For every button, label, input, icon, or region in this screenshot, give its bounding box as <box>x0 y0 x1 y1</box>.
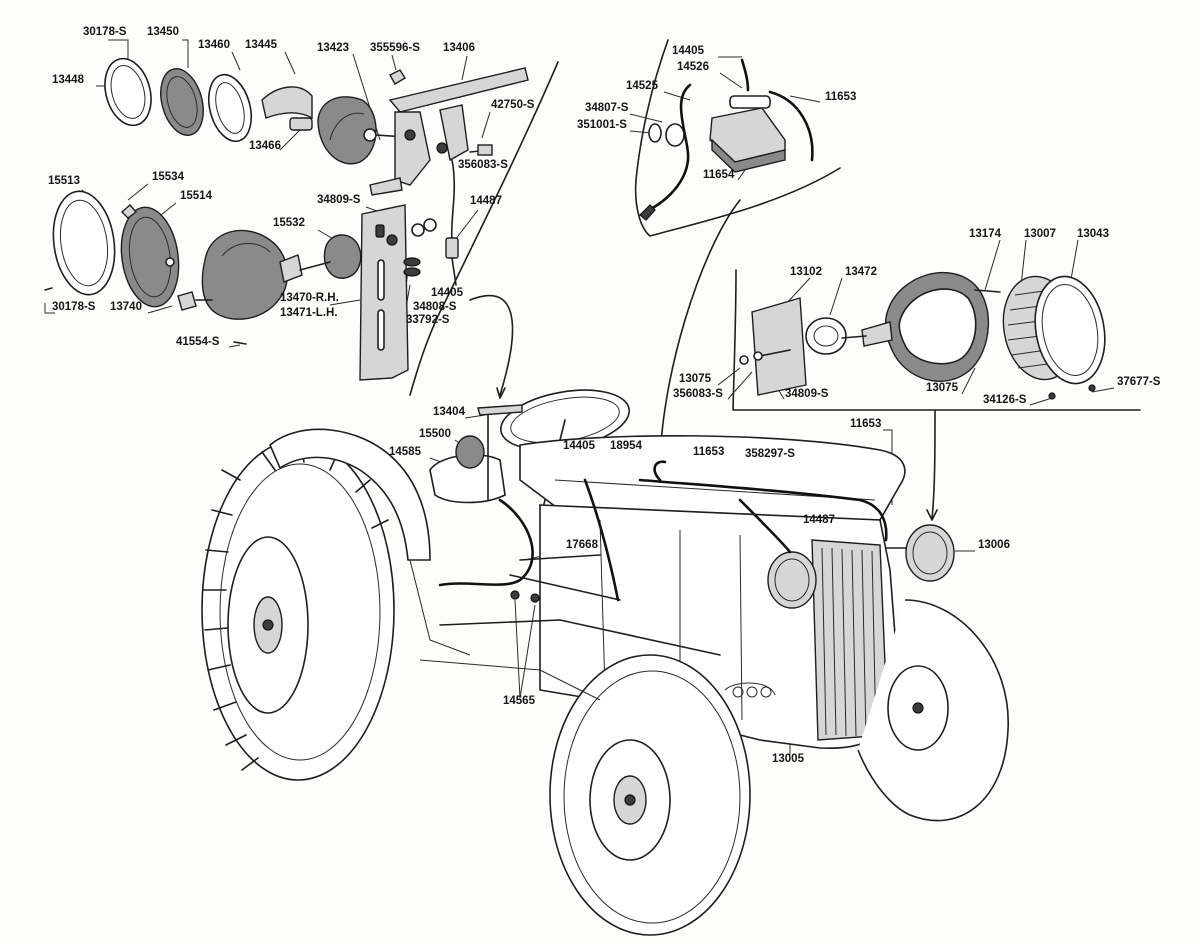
rear-lamp-exploded <box>104 57 421 165</box>
part-label-p14487-a: 14487 <box>470 195 502 207</box>
tractor <box>201 389 1009 936</box>
part-label-p30178s-a: 30178-S <box>83 26 127 38</box>
part-label-p13043: 13043 <box>1077 228 1109 240</box>
part-label-p13445: 13445 <box>245 39 277 51</box>
part-label-p34808s: 34808-S <box>413 301 457 313</box>
part-label-p356083s-a: 356083-S <box>458 159 508 171</box>
part-label-p18954: 18954 <box>610 440 642 452</box>
rear-lamp-reflector <box>261 86 313 120</box>
part-label-p15513: 15513 <box>48 175 80 187</box>
part-label-p13471: 13471-L.H. <box>280 307 338 319</box>
part-label-p13174: 13174 <box>969 228 1001 240</box>
part-label-p15514: 15514 <box>180 190 212 202</box>
front-wheel-right <box>857 599 1009 822</box>
headlight-13006 <box>905 524 955 582</box>
part-label-p13102: 13102 <box>790 266 822 278</box>
part-label-p34809s-a: 34809-S <box>317 194 361 206</box>
part-label-p14405-b: 14405 <box>672 45 704 57</box>
part-label-p14487-b: 14487 <box>803 514 835 526</box>
socket-15532 <box>323 234 362 279</box>
rear-lamp-lens <box>160 68 204 136</box>
part-label-p355596s: 355596-S <box>370 42 420 54</box>
part-label-p30178s-b: 30178-S <box>52 301 96 313</box>
part-label-p11653-b: 11653 <box>850 418 882 430</box>
part-label-p13460: 13460 <box>198 39 230 51</box>
rear-fender <box>269 428 431 561</box>
wiring-14585 <box>438 498 534 587</box>
part-label-p13450: 13450 <box>147 26 179 38</box>
part-label-p42750s: 42750-S <box>491 99 535 111</box>
part-label-p13007: 13007 <box>1024 228 1056 240</box>
gasket-13102 <box>751 297 807 396</box>
side-plate-13470 <box>359 204 437 381</box>
part-label-p34809s-b: 34809-S <box>785 388 829 400</box>
part-label-p17668: 17668 <box>566 539 598 551</box>
rear-lamp-gasket <box>207 73 253 143</box>
headlight-13005 <box>767 551 817 609</box>
part-label-p13423: 13423 <box>317 42 349 54</box>
rear-light-inset-border <box>409 61 559 396</box>
part-label-p13470: 13470-R.H. <box>280 292 339 304</box>
part-label-p14405-a: 14405 <box>431 287 463 299</box>
part-label-p41554s: 41554-S <box>176 336 220 348</box>
part-label-p33792s: 33792-S <box>406 314 450 326</box>
part-label-p34126s: 34126-S <box>983 394 1027 406</box>
headlamp-exploded <box>44 190 362 345</box>
part-label-p14526: 14526 <box>677 61 709 73</box>
seat <box>429 454 506 504</box>
rear-lamp-rim <box>104 57 152 127</box>
rear-lamp-15500 <box>455 435 485 469</box>
part-label-p15534: 15534 <box>152 171 184 183</box>
hood <box>519 435 906 521</box>
front-wheel-left <box>549 654 751 936</box>
bracket-13406 <box>388 67 529 113</box>
headlight-exploded <box>739 271 1106 400</box>
rear-wheel-left <box>201 439 395 781</box>
part-label-p13472: 13472 <box>845 266 877 278</box>
headlamp-lens-15514 <box>120 206 180 308</box>
part-label-p14585: 14585 <box>389 446 421 458</box>
part-label-p11653-a: 11653 <box>825 91 857 103</box>
switch-inset-border <box>634 39 841 237</box>
part-label-p11653-c: 11653 <box>693 446 725 458</box>
part-label-p15500: 15500 <box>419 428 451 440</box>
headlamp-shell <box>201 229 289 320</box>
inset-borders <box>409 39 1141 411</box>
part-label-p15532: 15532 <box>273 217 305 229</box>
part-label-p11654: 11654 <box>703 169 735 181</box>
part-label-p13448: 13448 <box>52 74 84 86</box>
part-label-p13406: 13406 <box>443 42 475 54</box>
part-label-p14525: 14525 <box>626 80 658 92</box>
headlight-inset-border <box>732 269 1141 411</box>
part-label-p358297s: 358297-S <box>745 448 795 460</box>
part-label-p13740: 13740 <box>110 301 142 313</box>
switch-13740 <box>177 291 197 311</box>
part-label-p13006: 13006 <box>978 539 1010 551</box>
part-label-p14405-c: 14405 <box>563 440 595 452</box>
headlamp-rim-15513 <box>52 190 116 296</box>
part-label-p351001s: 351001-S <box>577 119 627 131</box>
part-label-p14565: 14565 <box>503 695 535 707</box>
part-label-p13466: 13466 <box>249 140 281 152</box>
part-label-p34807s: 34807-S <box>585 102 629 114</box>
switch-inset <box>639 58 814 221</box>
part-label-p13075-b: 13075 <box>926 382 958 394</box>
bolt-355596s <box>389 69 406 85</box>
bracket-13404 <box>477 404 523 416</box>
part-label-p13404: 13404 <box>433 406 465 418</box>
part-label-p13075-a: 13075 <box>679 373 711 385</box>
part-label-p13005: 13005 <box>772 753 804 765</box>
part-label-p37677s: 37677-S <box>1117 376 1161 388</box>
lamp-bracket <box>369 67 529 286</box>
part-label-p356083s-b: 356083-S <box>673 388 723 400</box>
rim-13043 <box>1034 275 1106 385</box>
